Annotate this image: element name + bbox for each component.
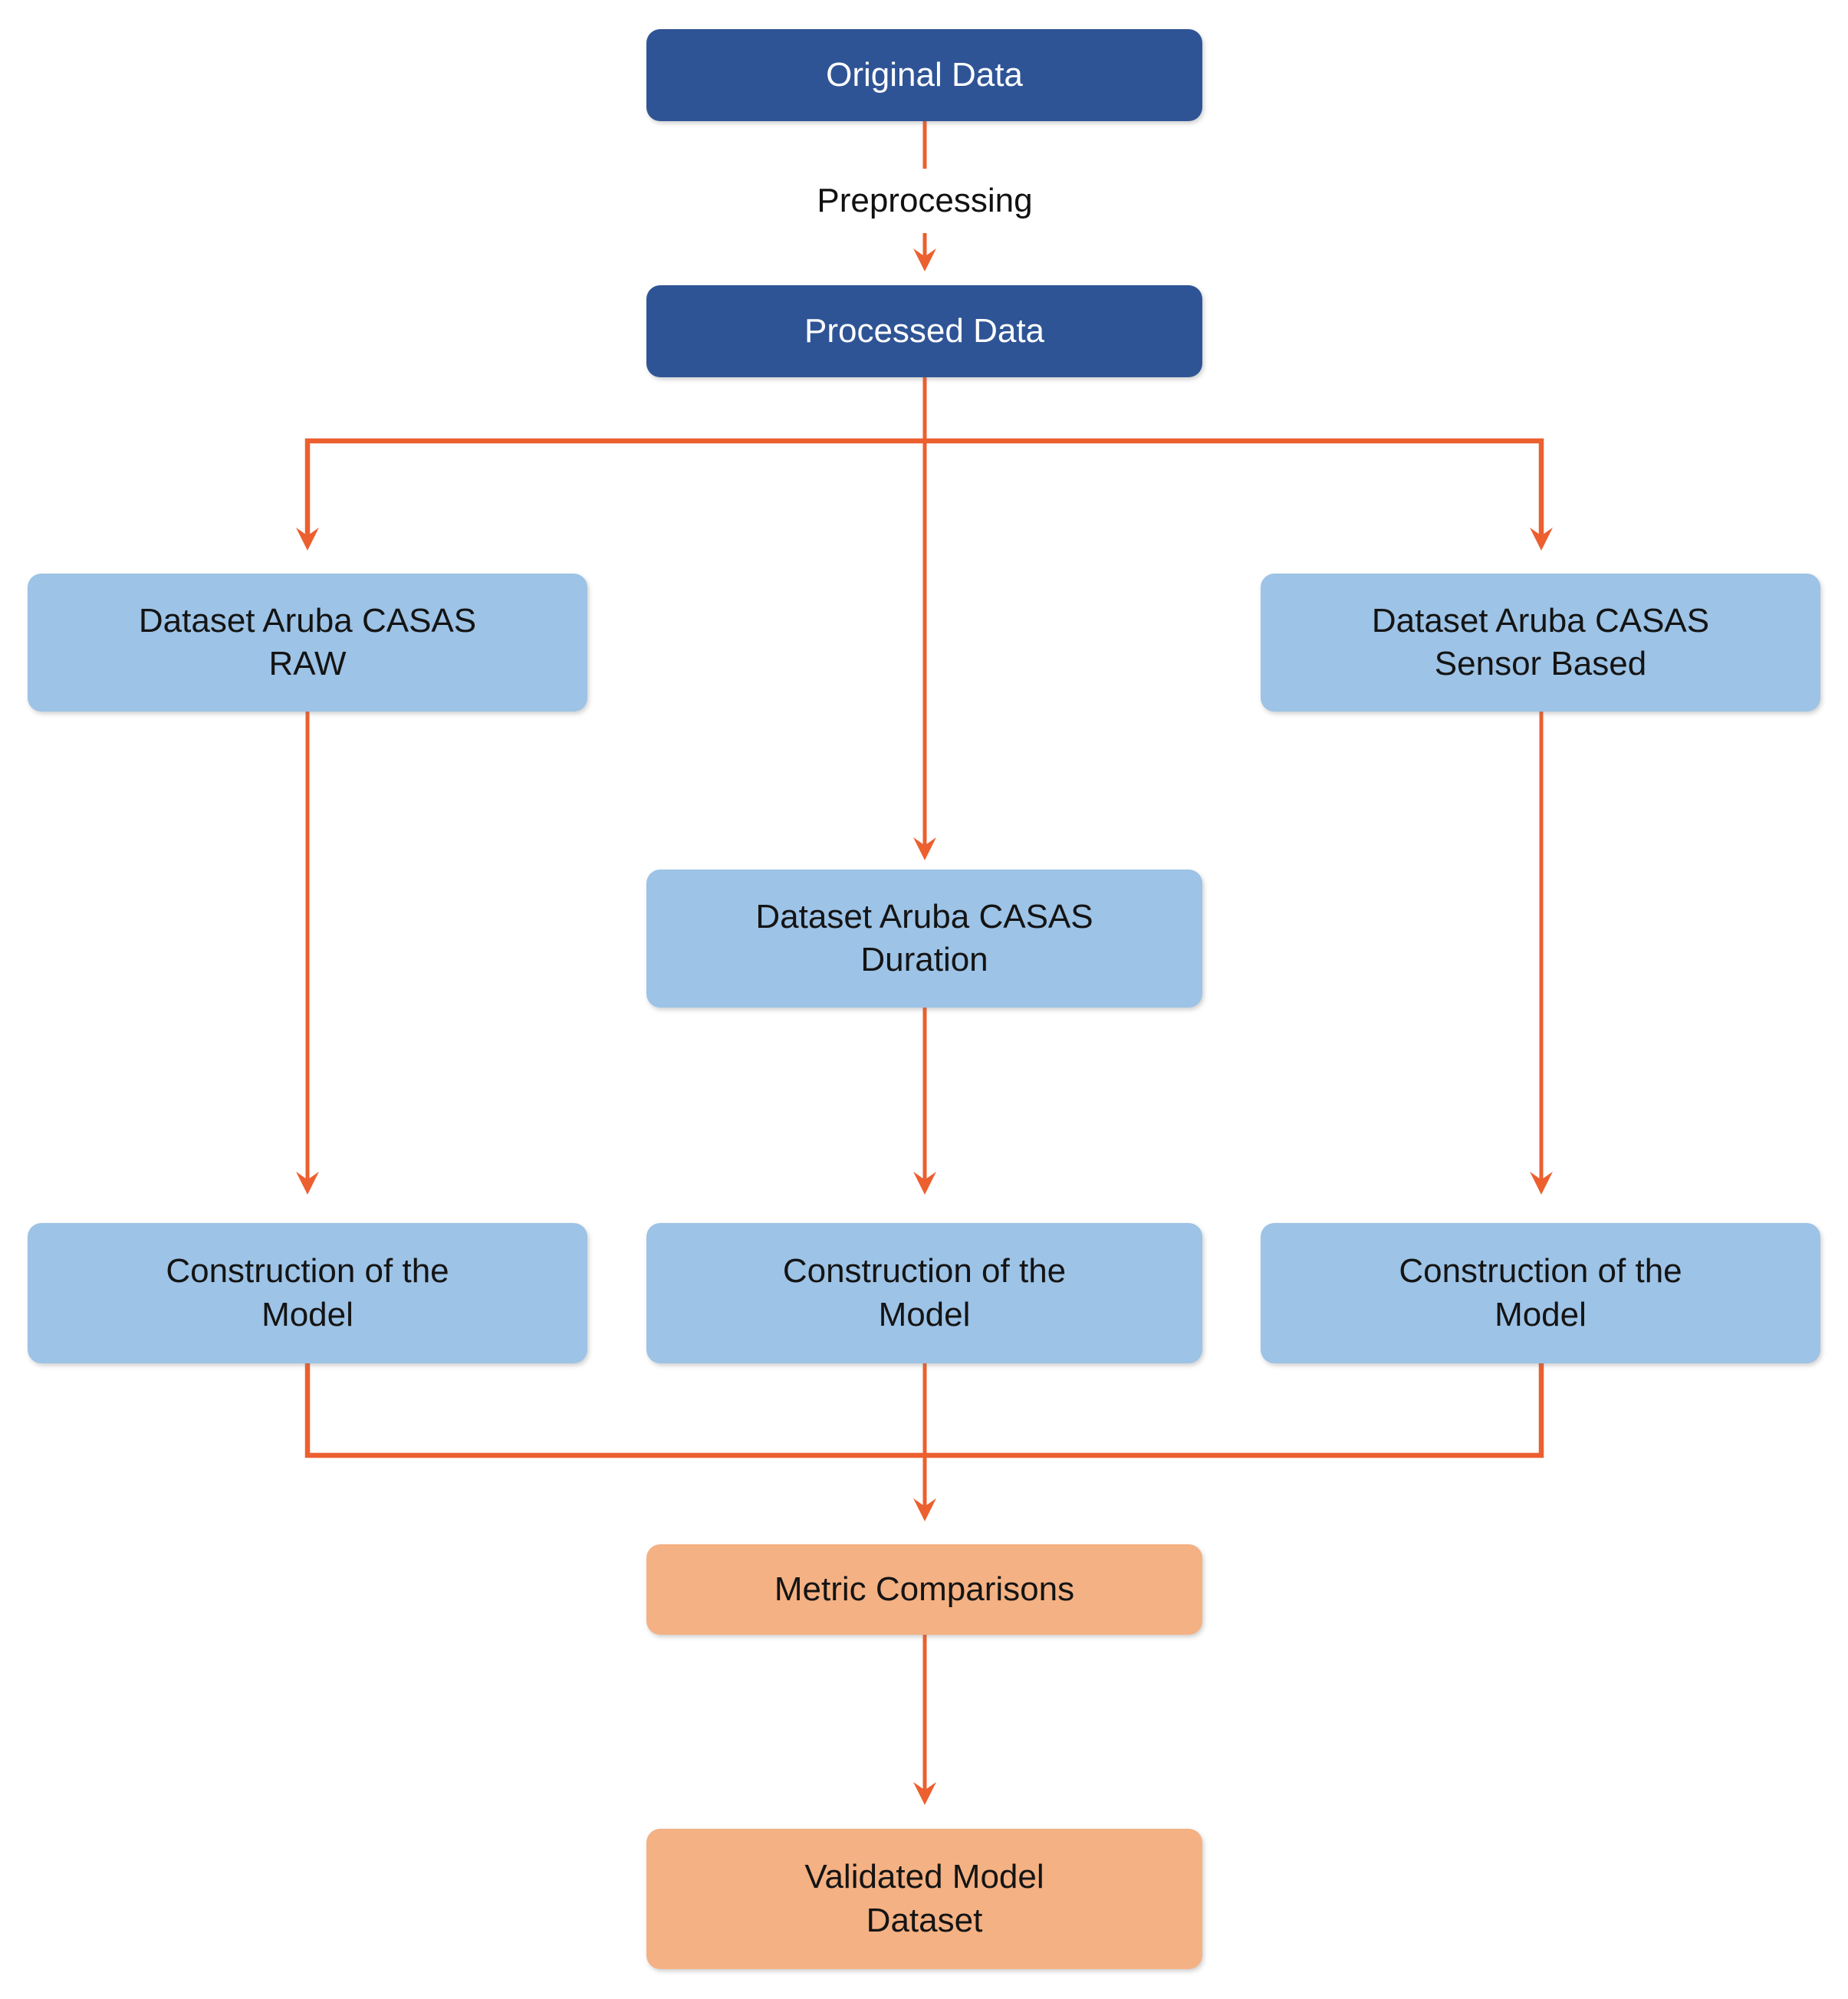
node-original-data-label: Original Data — [826, 55, 1023, 94]
edge-label-preprocessing: Preprocessing — [779, 169, 1070, 233]
edge-processed-branch-to-raw-and-sensor — [296, 438, 1553, 551]
node-construction-of-the-model-left: Construction of the Model — [28, 1223, 587, 1363]
node-construction-of-the-model-right-label: Construction of the Model — [1399, 1252, 1682, 1333]
node-construction-of-the-model-center-label: Construction of the Model — [782, 1252, 1067, 1333]
node-dataset-aruba-casas-raw: Dataset Aruba CASAS RAW — [28, 574, 587, 712]
edge-construction-merge — [304, 1363, 1544, 1458]
node-dataset-aruba-casas-sensor-based-label: Dataset Aruba CASAS Sensor Based — [1371, 601, 1710, 682]
node-dataset-aruba-casas-duration-label: Dataset Aruba CASAS Duration — [755, 897, 1093, 978]
node-validated-model-dataset-label: Validated Model Dataset — [804, 1858, 1044, 1939]
node-metric-comparisons: Metric Comparisons — [646, 1544, 1202, 1635]
node-processed-data-label: Processed Data — [804, 311, 1045, 350]
node-dataset-aruba-casas-sensor-based: Dataset Aruba CASAS Sensor Based — [1261, 574, 1820, 712]
node-original-data: Original Data — [646, 29, 1202, 121]
node-construction-of-the-model-right: Construction of the Model — [1261, 1223, 1820, 1363]
node-processed-data: Processed Data — [646, 285, 1202, 377]
node-dataset-aruba-casas-raw-label: Dataset Aruba CASAS RAW — [138, 601, 477, 682]
node-validated-model-dataset: Validated Model Dataset — [646, 1829, 1202, 1969]
node-dataset-aruba-casas-duration: Dataset Aruba CASAS Duration — [646, 870, 1202, 1008]
node-metric-comparisons-label: Metric Comparisons — [774, 1570, 1075, 1608]
node-construction-of-the-model-left-label: Construction of the Model — [166, 1252, 449, 1333]
node-construction-of-the-model-center: Construction of the Model — [646, 1223, 1202, 1363]
